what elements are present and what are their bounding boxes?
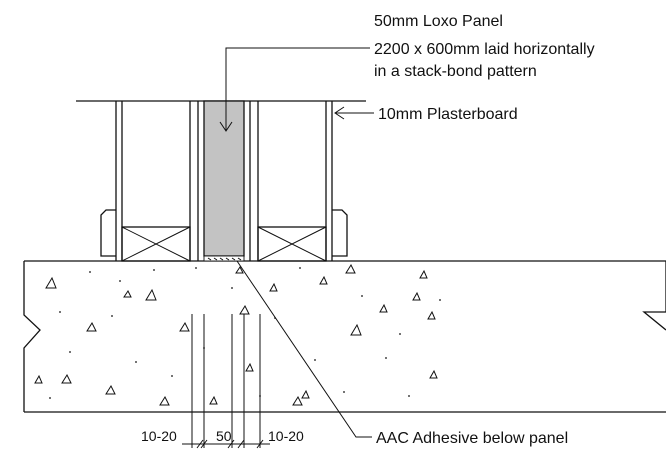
dimension-left-label: 10-20 bbox=[141, 428, 177, 444]
panel-desc-line-2: in a stack-bond pattern bbox=[374, 63, 537, 80]
loxo-panel bbox=[197, 100, 251, 261]
adhesive-leader bbox=[236, 260, 372, 438]
panel-leader bbox=[219, 47, 370, 132]
dimension-middle-label: 50 bbox=[216, 428, 232, 444]
concrete-slab bbox=[23, 260, 666, 413]
aggregate-marks bbox=[34, 263, 438, 406]
plasterboard-leader bbox=[334, 106, 374, 120]
aggregate-dots bbox=[49, 267, 441, 399]
plasterboard-label: 10mm Plasterboard bbox=[378, 106, 518, 123]
dimension-right-label: 10-20 bbox=[268, 428, 304, 444]
left-stud bbox=[100, 101, 191, 262]
aac-adhesive-bed bbox=[203, 255, 245, 262]
right-stud bbox=[257, 101, 348, 262]
panel-desc-line-1: 2200 x 600mm laid horizontally bbox=[374, 41, 595, 58]
panel-title-label: 50mm Loxo Panel bbox=[374, 13, 503, 30]
dimension-extension-lines bbox=[191, 314, 261, 448]
adhesive-label: AAC Adhesive below panel bbox=[376, 430, 568, 447]
dimension-line bbox=[182, 439, 270, 449]
